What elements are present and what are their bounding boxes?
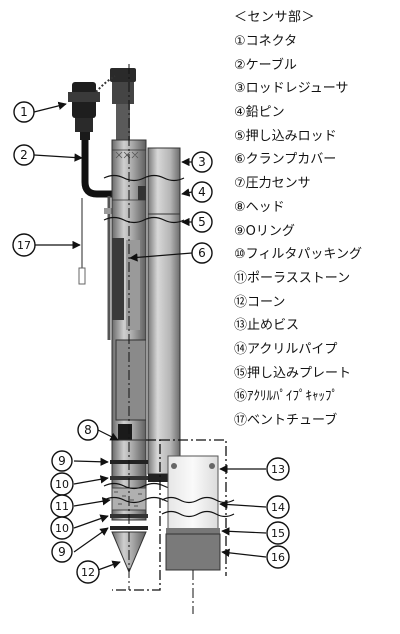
legend-item-clamp-cover: ⑥クランプカバー xyxy=(234,152,337,168)
legend-item-set-screw: ⑬止めビス xyxy=(234,318,300,334)
legend-item-o-ring: ⑨Oリング xyxy=(234,223,295,239)
legend-item-push-rod: ⑤押し込みロッド xyxy=(234,128,337,144)
acrylic-pipe xyxy=(167,455,219,537)
legend-item-rod-reducer: ③ロッドレジューサ xyxy=(234,81,349,97)
acrylic-pipe-assembly xyxy=(160,439,235,614)
callout-3: 3 xyxy=(191,151,213,173)
acrylic-pipe-cap xyxy=(165,533,221,571)
legend-item-vent-tube: ⑰ベントチューブ xyxy=(234,413,338,428)
callout-10-upper: 10 xyxy=(50,472,74,496)
callout-9-upper: 9 xyxy=(51,450,73,472)
callout-15: 15 xyxy=(266,521,290,545)
legend-item-pressure-sensor: ⑦圧力センサ xyxy=(234,176,311,192)
connector-cap xyxy=(110,68,136,140)
callout-8: 8 xyxy=(77,419,99,441)
legend-item-head: ⑧ヘッド xyxy=(234,199,285,215)
callout-12: 12 xyxy=(76,560,100,584)
set-screw xyxy=(171,463,177,469)
vent-tube xyxy=(78,196,114,340)
callout-6-label: 6 xyxy=(198,246,206,260)
callout-2: 2 xyxy=(13,144,35,166)
callout-5: 5 xyxy=(191,211,213,233)
callout-17: 17 xyxy=(12,233,36,257)
callout-5-label: 5 xyxy=(198,215,206,229)
legend-item-push-plate: ⑮押し込みプレート xyxy=(234,365,352,381)
callout-16-label: 16 xyxy=(271,551,285,564)
callout-2-label: 2 xyxy=(20,148,28,162)
callout-14: 14 xyxy=(266,495,290,519)
callout-1: 1 xyxy=(13,101,35,123)
callout-13-label: 13 xyxy=(271,463,285,476)
chain xyxy=(95,75,116,93)
callout-8-label: 8 xyxy=(84,423,92,437)
callout-17-label: 17 xyxy=(17,239,31,252)
callout-15-label: 15 xyxy=(271,527,285,540)
push-plate xyxy=(166,528,220,534)
callout-3-label: 3 xyxy=(198,155,206,169)
callout-4-label: 4 xyxy=(198,185,206,199)
parts-legend: ＜センサ部＞ ①コネクタ ②ケーブル ③ロッドレジューサ ④鉛ピン ⑤押し込みロ… xyxy=(234,6,398,433)
lead-pin xyxy=(138,186,146,200)
callout-4: 4 xyxy=(191,181,213,203)
connector xyxy=(68,82,100,140)
legend-item-connector: ①コネクタ xyxy=(234,34,298,49)
boundary-line xyxy=(112,439,161,591)
callout-6: 6 xyxy=(191,242,213,264)
legend-title: ＜センサ部＞ xyxy=(234,10,316,25)
callout-14-label: 14 xyxy=(271,501,285,514)
callout-11: 11 xyxy=(50,494,74,518)
callout-16: 16 xyxy=(266,545,290,569)
legend-item-acrylic-pipe-cap: ⑯ｱｸﾘﾙﾊﾟｲﾌﾟｷｬｯﾌﾟ xyxy=(234,389,339,405)
legend-item-lead-pin: ④鉛ピン xyxy=(234,105,285,121)
main-probe xyxy=(68,64,185,591)
callout-11-label: 11 xyxy=(55,500,69,513)
callout-10-lower: 10 xyxy=(50,516,74,540)
callout-9-lower-label: 9 xyxy=(58,545,66,559)
legend-item-acrylic-pipe: ⑭アクリルパイプ xyxy=(234,341,338,357)
callout-12-label: 12 xyxy=(81,566,95,579)
legend-item-porous-stone: ⑪ポーラスストーン xyxy=(234,270,351,286)
leader-lines xyxy=(33,101,267,571)
callout-10-lower-label: 10 xyxy=(55,522,69,535)
callout-9-lower: 9 xyxy=(51,541,73,563)
callout-9-upper-label: 9 xyxy=(58,454,66,468)
callout-10-upper-label: 10 xyxy=(55,478,69,491)
callout-13: 13 xyxy=(266,457,290,481)
legend-item-cable: ②ケーブル xyxy=(234,57,297,73)
legend-item-filter-packing: ⑩フィルタパッキング xyxy=(234,247,363,263)
callouts: 1 2 3 4 5 6 17 8 9 10 11 10 9 12 13 14 1… xyxy=(12,101,290,584)
legend-item-cone: ⑫コーン xyxy=(234,294,286,310)
callout-1-label: 1 xyxy=(20,105,28,119)
